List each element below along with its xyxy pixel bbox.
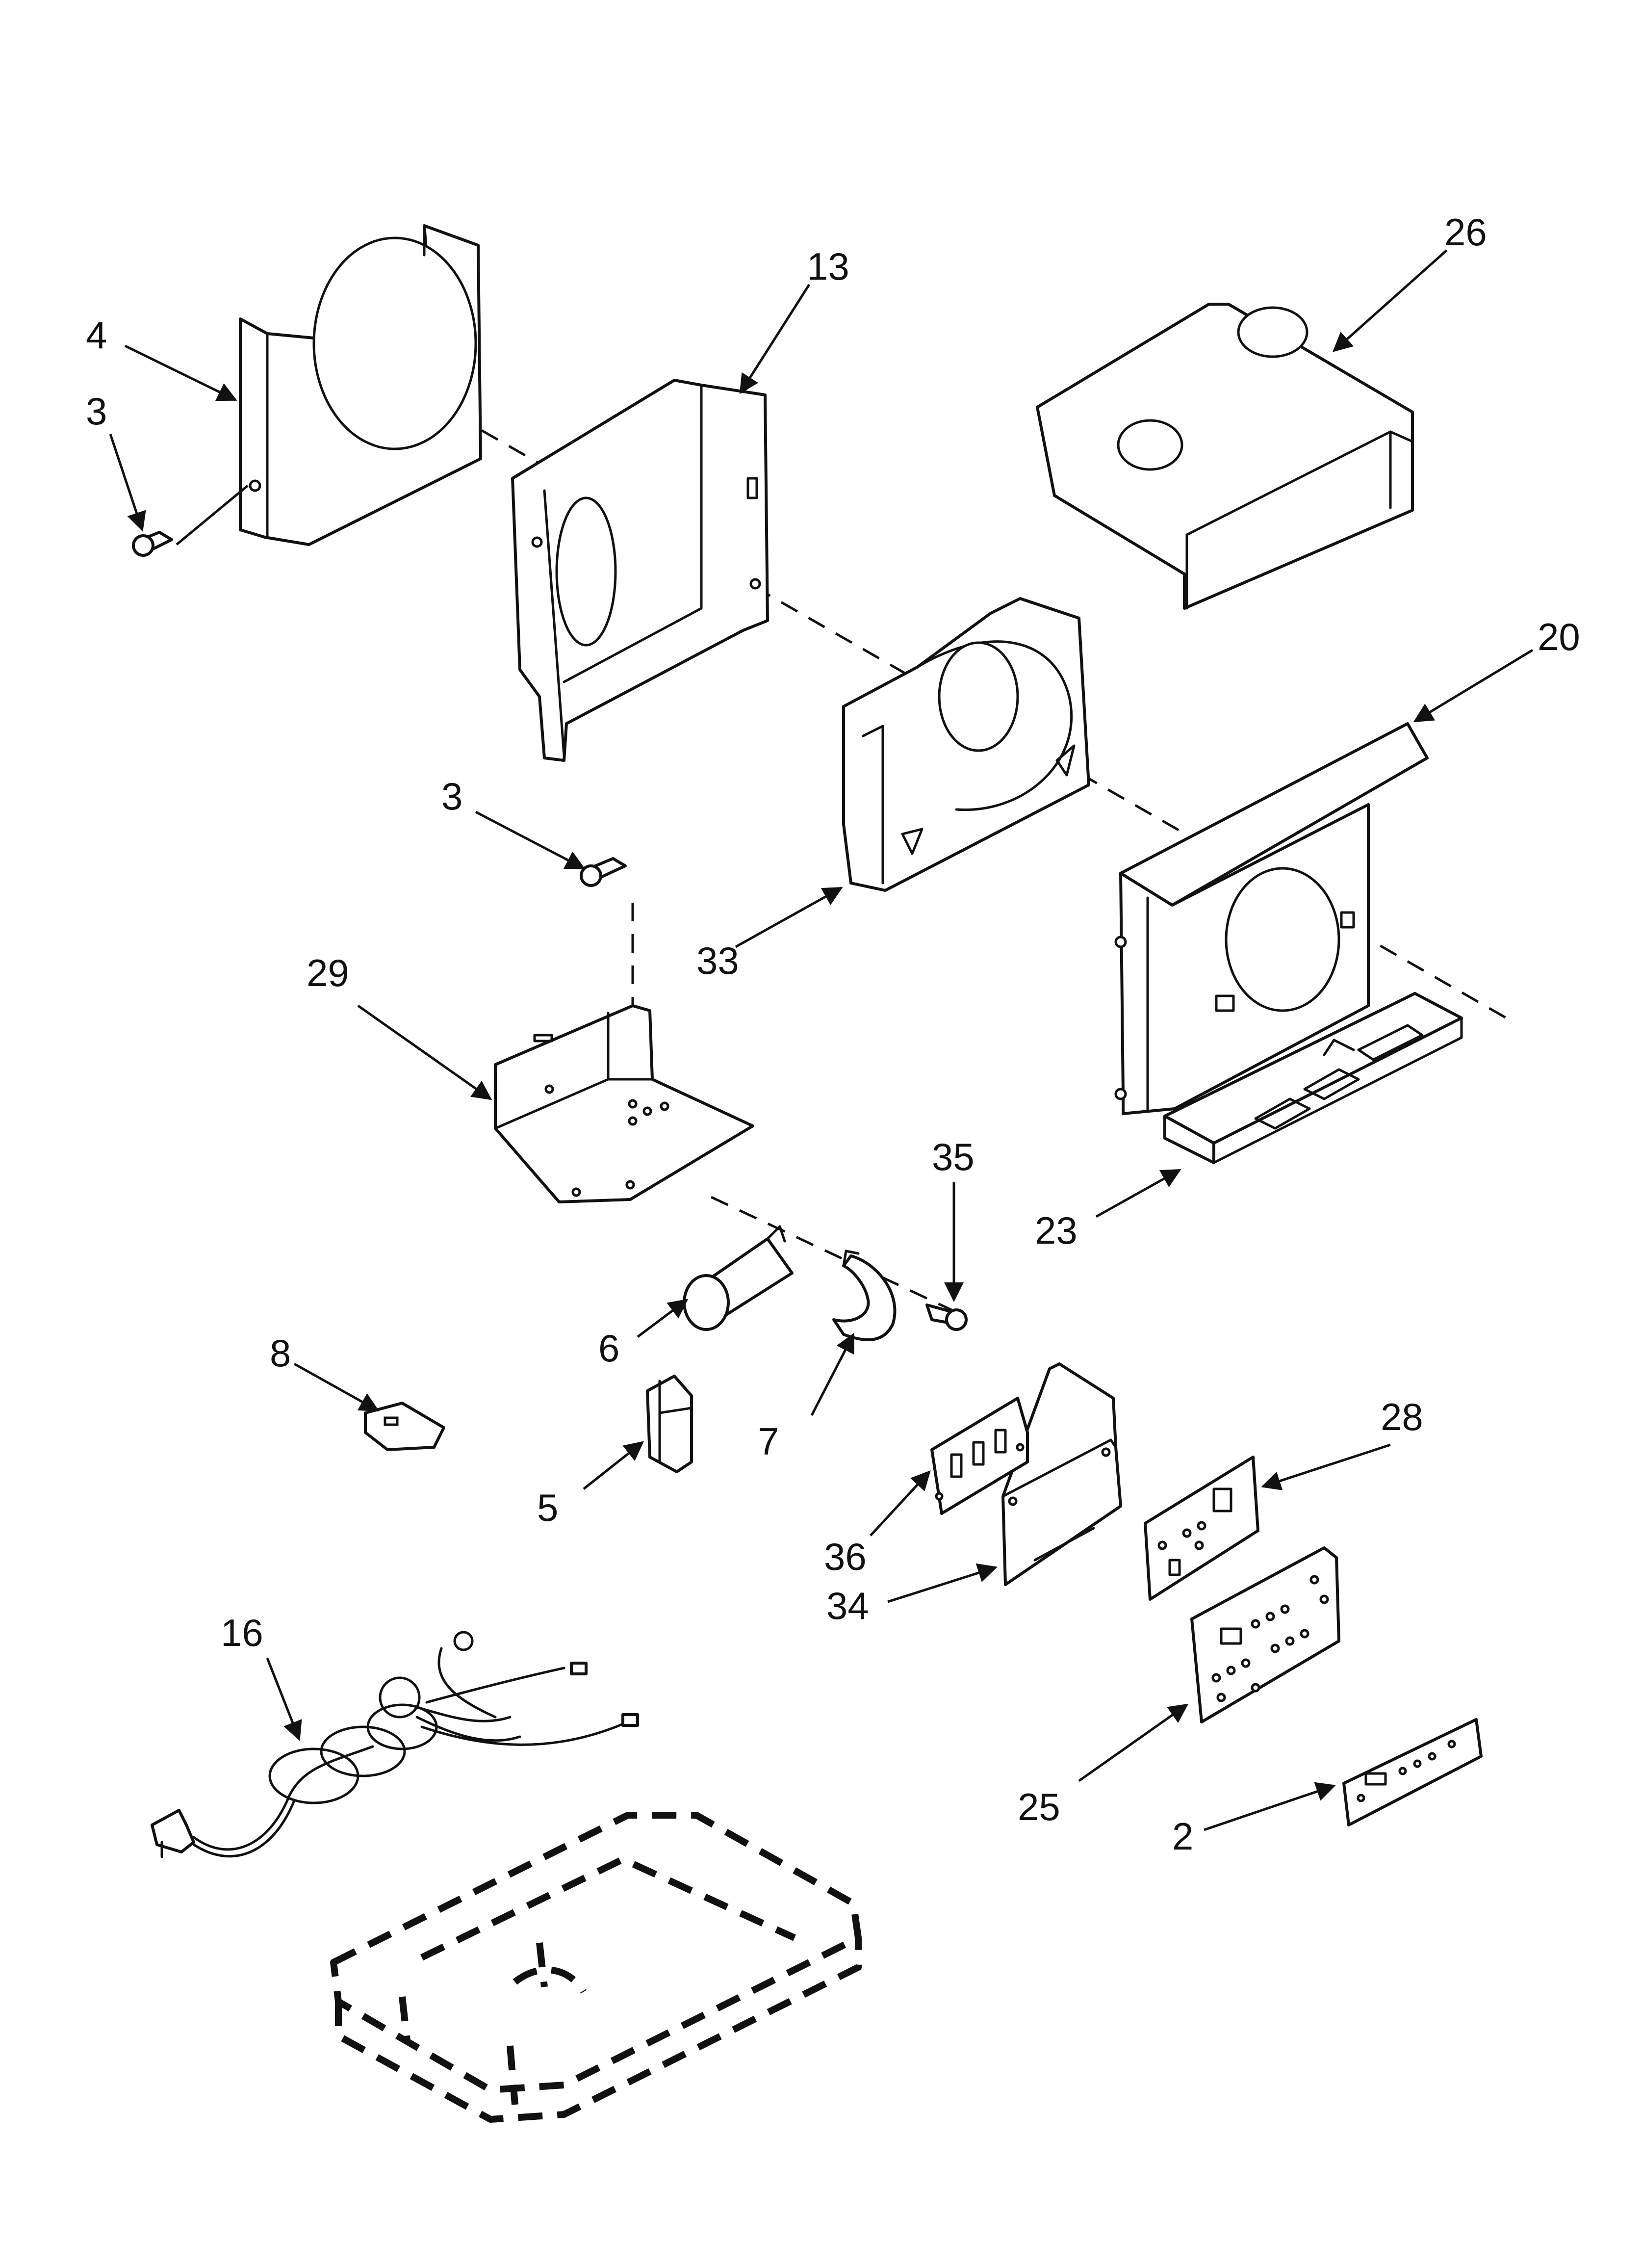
callout-35: 35 (932, 1135, 975, 1178)
part-34-control-box[interactable] (1001, 1362, 1122, 1586)
callout-23: 23 (1035, 1209, 1078, 1252)
part-26-top-cover[interactable] (1036, 303, 1414, 610)
part-4-end-panel[interactable] (239, 224, 482, 546)
part-3-screw-middle[interactable] (580, 857, 627, 887)
part-25-control-panel[interactable] (1190, 1546, 1340, 1723)
part-35-screw[interactable] (925, 1303, 968, 1331)
part-3-screw-upper[interactable] (132, 531, 173, 557)
callout-16: 16 (221, 1611, 263, 1654)
part-28-pc-board[interactable] (1144, 1456, 1259, 1601)
callout-6: 6 (598, 1327, 619, 1370)
callout-36: 36 (824, 1535, 867, 1578)
callout-28: 28 (1381, 1395, 1423, 1438)
callout-29: 29 (307, 951, 349, 994)
part-23-base-rail[interactable] (1163, 992, 1463, 1164)
part-33-blower-housing[interactable] (842, 597, 1090, 892)
part-7-capacitor-strap[interactable] (832, 1250, 897, 1342)
callout-7: 7 (758, 1420, 779, 1463)
callout-34: 34 (826, 1584, 869, 1627)
callout-20: 20 (1538, 615, 1580, 658)
part-13-shroud[interactable] (511, 379, 769, 762)
part-16-wire-harness[interactable] (151, 1631, 639, 1858)
leader-lines (109, 249, 1534, 1831)
callout-4: 4 (86, 313, 107, 357)
callout-25: 25 (1018, 1785, 1060, 1828)
callout-5: 5 (537, 1486, 558, 1529)
part-8-clip[interactable] (364, 1402, 445, 1451)
callout-labels: 4 3 13 26 20 3 33 29 35 23 8 6 7 5 28 36… (86, 210, 1580, 1858)
callout-13: 13 (807, 245, 849, 288)
part-36-switch-plate[interactable] (930, 1397, 1029, 1515)
callout-3-middle: 3 (441, 775, 462, 818)
callout-33: 33 (696, 939, 739, 982)
part-20-orifice-panel[interactable] (1114, 722, 1429, 1115)
callout-8: 8 (270, 1331, 291, 1375)
part-2-overlay[interactable] (1342, 1718, 1483, 1826)
callout-2: 2 (1172, 1815, 1193, 1858)
part-5-transformer[interactable] (646, 1375, 693, 1473)
part-6-capacitor[interactable] (683, 1225, 794, 1331)
part-29-control-bracket[interactable] (494, 1004, 754, 1203)
callout-3-upper: 3 (86, 390, 107, 433)
hidden-base-pan (330, 1812, 862, 2123)
callout-26: 26 (1444, 210, 1487, 254)
